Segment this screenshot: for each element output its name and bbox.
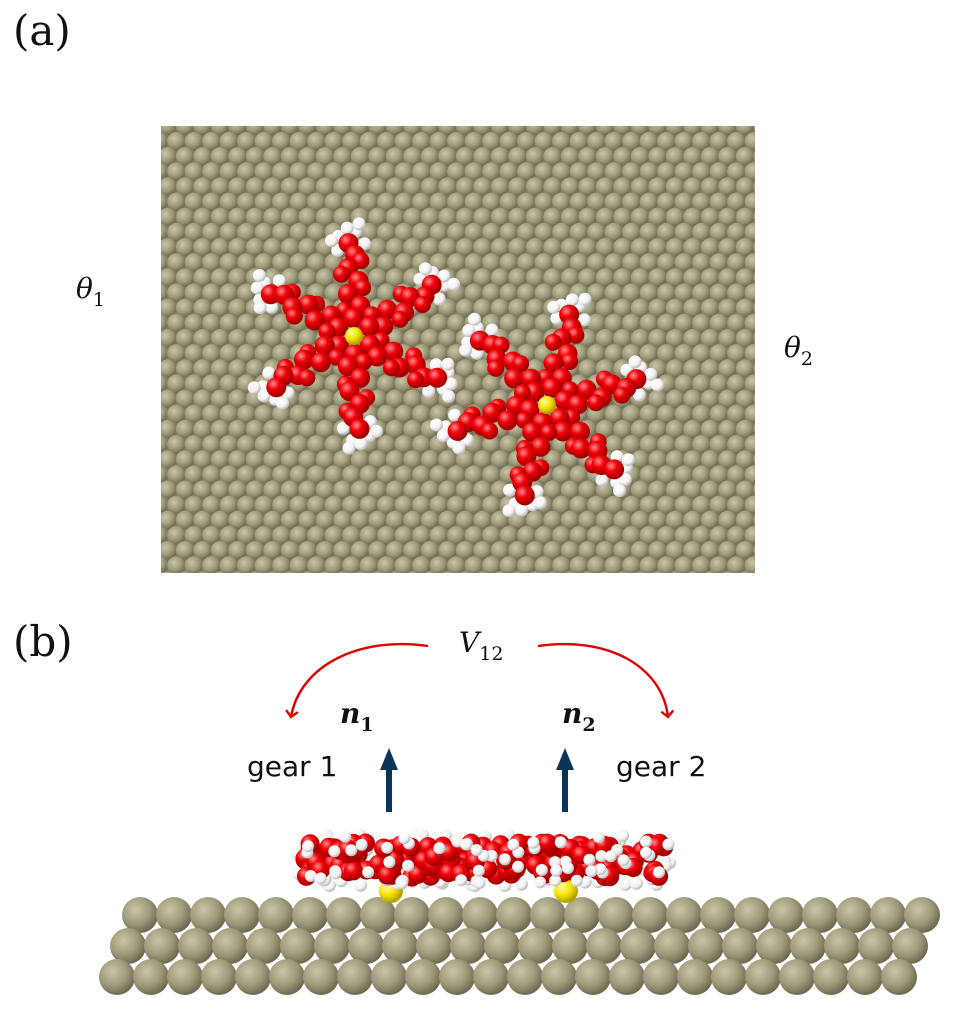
coupling-label: V12 [459,626,504,665]
normal-1-label: n1 [340,697,374,736]
gear-2-molecule-top [430,292,664,518]
gear-core-atom [345,327,363,345]
gear-1-label: gear 1 [247,750,338,783]
gear-2-label: gear 2 [616,750,707,783]
coupling-arrow-right [537,642,675,719]
theta-1-label: θ1 [76,272,105,311]
gear-1-molecule-top [247,217,461,455]
panel-b-label: (b) [13,617,73,666]
gears-side-view [291,827,676,903]
normal-arrow-1 [380,748,398,812]
theta-2-label: θ2 [784,331,813,370]
gear-core-atom [538,396,556,414]
panel-a-label: (a) [13,6,71,55]
gear-2-anchor-atom [554,879,578,903]
surface-top-view [161,126,755,573]
normal-arrow-2 [556,748,574,812]
coupling-arrow-left [285,642,429,719]
normal-2-label: n2 [562,697,596,736]
surface-side-view [99,897,940,995]
